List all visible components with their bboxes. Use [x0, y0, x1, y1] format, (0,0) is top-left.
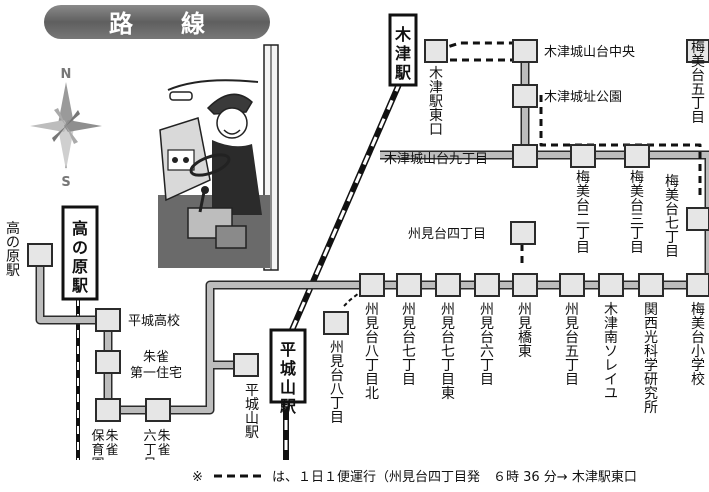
stop-box-umemi-5: [686, 39, 709, 63]
stop-box-shumi-6: [474, 273, 500, 297]
label-shiroato-park: 木津城址公園: [544, 90, 622, 105]
stop-box-kotsu-east: [424, 39, 448, 63]
label-shumi-8: 州見台八丁目: [330, 340, 344, 426]
label-kotsu-minami: 木津南ソレイユ: [604, 302, 618, 402]
stop-box-shumi-7: [396, 273, 422, 297]
label-umemi-2: 梅美台二丁目: [576, 170, 590, 256]
stop-box-kansai-lab: [638, 273, 664, 297]
stop-box-shiroyama-chuo: [512, 39, 538, 63]
label-umemi-5: 梅美台五丁目: [691, 40, 705, 126]
station-takanohara: 高の原駅: [71, 219, 89, 295]
map-title: 路 線: [109, 10, 205, 38]
compass-north: N: [61, 67, 72, 82]
label-shumi-7e: 州見台七丁目東: [441, 302, 455, 402]
stop-box-kotsu-minami: [598, 273, 624, 297]
stop-box-shumi-8n: [359, 273, 385, 297]
stop-box-shumi-8: [323, 311, 349, 335]
station-box-takanohara: [61, 205, 99, 301]
label-shumi-5: 州見台五丁目: [565, 302, 579, 388]
stop-box-shumi-4: [510, 221, 536, 245]
stop-box-kyujo: [512, 144, 538, 168]
stop-box-shumi-bashi-e: [512, 273, 538, 297]
stop-box-heijoyama: [233, 353, 259, 377]
label-heijoyama-stop: 平城山駅: [245, 383, 259, 441]
compass-south: S: [61, 175, 70, 190]
label-kyujo: 木津城山台九丁目: [384, 152, 488, 167]
label-shumi-4: 州見台四丁目: [408, 227, 486, 242]
label-shiroyama-chuo: 木津城山台中央: [544, 45, 635, 60]
stop-labels-horizontal: 木津城山台中央 木津城址公園 木津城山台九丁目 州見台四丁目 平城高校: [128, 45, 635, 329]
label-umemi-7: 梅美台七丁目: [665, 174, 679, 260]
label-shumi-bashi-e: 州見橋東: [518, 302, 532, 360]
station-box-kotsu: [388, 13, 418, 87]
station-kotsu: 木津駅: [394, 25, 412, 82]
bus-stops: [27, 39, 709, 422]
stop-box-umemi-3: [624, 144, 650, 168]
bus-driver-illustration-icon: [157, 44, 279, 271]
footnote-mark: ※: [192, 470, 203, 485]
stop-box-umemi-7: [686, 207, 709, 231]
stop-box-shiroato: [512, 84, 538, 108]
label-kotsu-east: 木津駅東口: [429, 66, 443, 138]
stop-box-shumi-7e: [435, 273, 461, 297]
stop-box-takanohara: [27, 243, 53, 267]
stop-box-suzaku-1: [95, 350, 121, 374]
stop-box-suzaku-hoikuen: [95, 398, 121, 422]
label-umemi-3: 梅美台三丁目: [630, 170, 644, 256]
label-heijo-hs: 平城高校: [128, 313, 180, 329]
label-shumi-7: 州見台七丁目: [402, 302, 416, 388]
stop-box-umemi-2: [570, 144, 596, 168]
label-kansai-lab: 関西光科学研究所: [644, 302, 658, 416]
stop-box-umemi-elem: [686, 273, 709, 297]
railway-stations: 木津駅 高の原駅 平城山駅: [61, 13, 418, 416]
label-umemi-elem: 梅美台小学校: [691, 302, 705, 388]
station-box-heijoyama: [269, 328, 307, 404]
stop-box-suzaku-6: [145, 398, 171, 422]
label-shumi-8n: 州見台八丁目北: [365, 302, 379, 402]
map-header: 路 線: [44, 5, 270, 39]
footnote-text: は、１日１便運行（州見台四丁目発 ６時 36 分→ 木津駅東口: [272, 469, 637, 485]
station-heijoyama: 平城山駅: [279, 340, 297, 416]
label-shumi-6: 州見台六丁目: [480, 302, 494, 388]
label-takanohara-stop: 高の原駅: [6, 220, 20, 279]
stop-box-heijo-hs: [95, 308, 121, 332]
footnote: ※ は、１日１便運行（州見台四丁目発 ６時 36 分→ 木津駅東口: [0, 460, 709, 488]
stop-box-shumi-5: [559, 273, 585, 297]
compass-rose-icon: N S: [30, 67, 102, 190]
label-suzaku-1: 朱雀第一住宅: [130, 350, 182, 381]
